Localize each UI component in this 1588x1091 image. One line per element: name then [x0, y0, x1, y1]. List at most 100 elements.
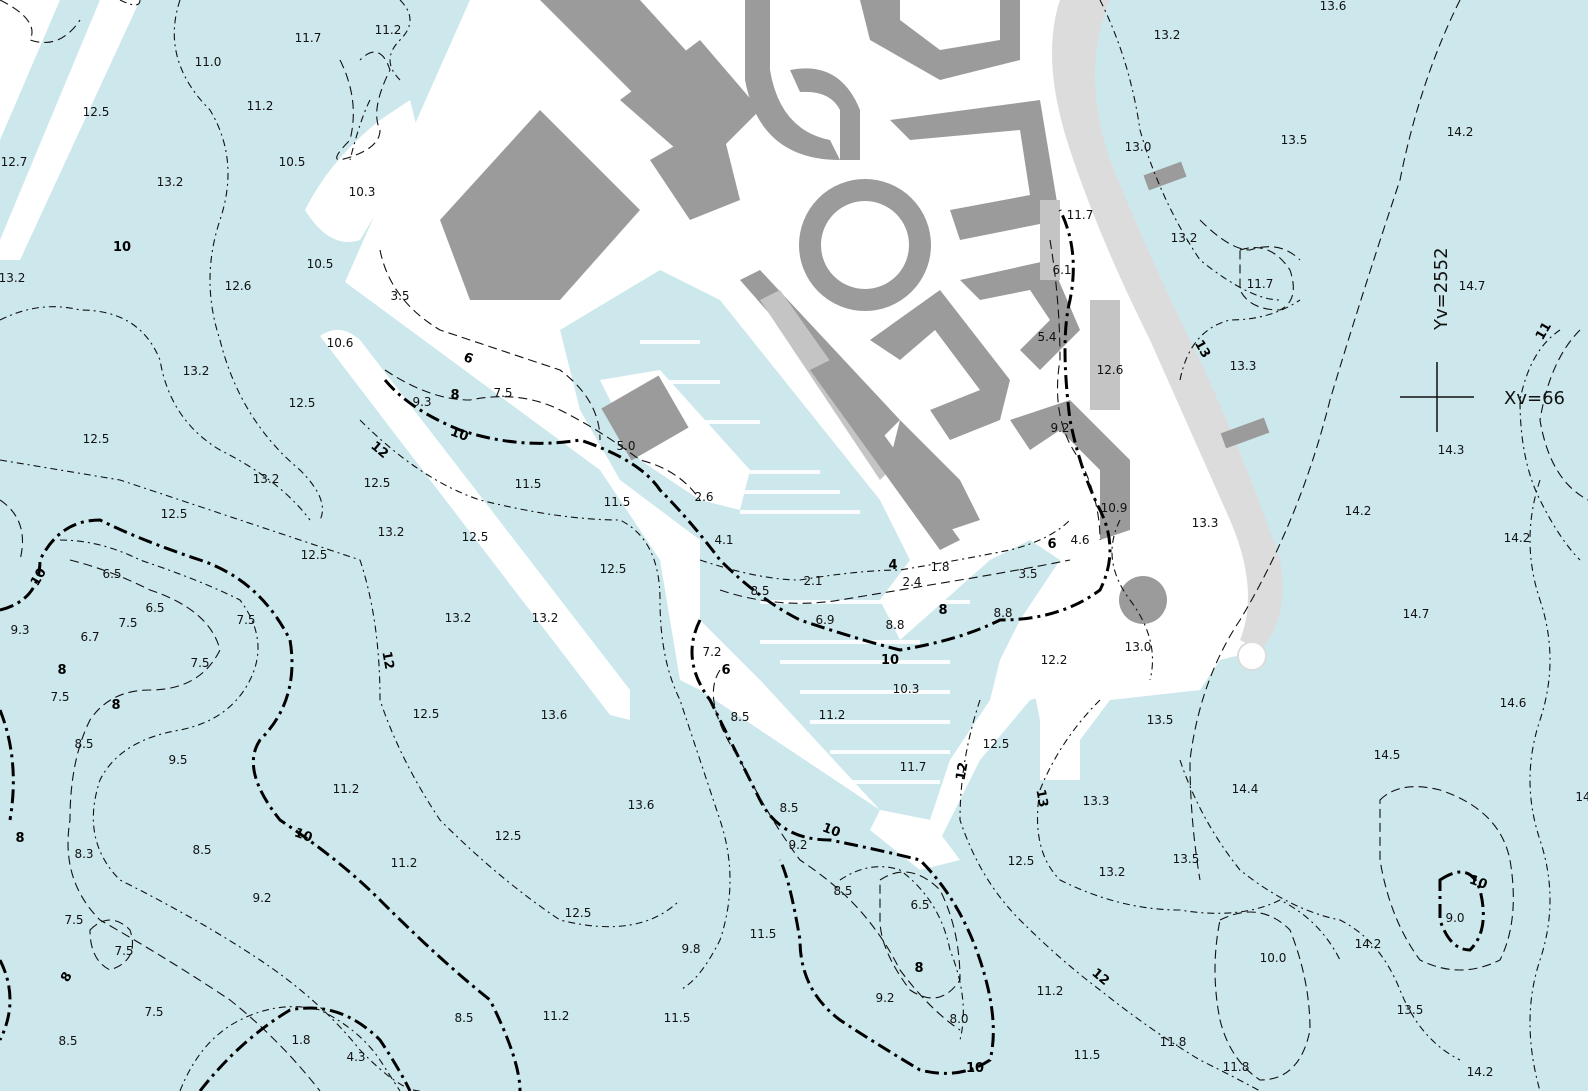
depth-sounding: 4.3 — [346, 1050, 365, 1064]
depth-sounding: 12.5 — [462, 530, 489, 544]
depth-sounding: 8.5 — [58, 1034, 77, 1048]
depth-sounding: 12.5 — [161, 507, 188, 521]
depth-sounding: 6.7 — [80, 630, 99, 644]
depth-sounding: 8.5 — [779, 801, 798, 815]
depth-sounding: 13.2 — [1171, 231, 1198, 245]
depth-sounding: 7.5 — [236, 613, 255, 627]
depth-sounding: 13.2 — [183, 364, 210, 378]
depth-sounding: 14.6 — [1500, 696, 1527, 710]
depth-sounding: 9.2 — [1050, 421, 1069, 435]
depth-sounding: 9.3 — [10, 623, 29, 637]
depth-sounding: 13.3 — [1230, 359, 1257, 373]
depth-sounding: 11.2 — [247, 99, 274, 113]
depth-sounding: 4.1 — [714, 533, 733, 547]
contour-label: 10 — [448, 425, 470, 445]
depth-sounding: 9.2 — [788, 838, 807, 852]
depth-sounding: 10.3 — [893, 682, 920, 696]
depth-sounding: 11.5 — [750, 927, 777, 941]
contour-label: 8 — [15, 831, 24, 846]
contour-label: 10 — [1467, 873, 1489, 893]
depth-sounding: 8.5 — [192, 843, 211, 857]
depth-sounding: 13.5 — [1397, 1003, 1424, 1017]
marina-building — [601, 375, 689, 461]
left-pier-strip — [0, 0, 140, 260]
depth-sounding: 11.5 — [1074, 1048, 1101, 1062]
depth-sounding: 2.4 — [902, 575, 921, 589]
depth-sounding: 8.3 — [74, 847, 93, 861]
depth-sounding: 11.5 — [664, 1011, 691, 1025]
south-jetty — [870, 810, 960, 870]
contour-label: 10 — [820, 821, 842, 841]
depth-sounding: 4.6 — [1070, 533, 1089, 547]
depth-sounding: 7.5 — [118, 616, 137, 630]
depth-sounding: 12.5 — [565, 906, 592, 920]
boat-slips — [640, 340, 970, 784]
depth-sounding: 5.4 — [1037, 330, 1056, 344]
lighthouse-point — [1237, 641, 1267, 671]
depth-sounding: 12.5 — [83, 432, 110, 446]
depth-sounding: 13.2 — [445, 611, 472, 625]
depth-sounding: 13.5 — [1281, 133, 1308, 147]
depth-sounding: 7.5 — [190, 656, 209, 670]
depth-sounding: 6.5 — [910, 898, 929, 912]
contour-label: 12 — [378, 650, 396, 670]
warehouse-block — [440, 0, 760, 300]
depth-sounding: 11.5 — [604, 495, 631, 509]
depth-sounding: 7.5 — [50, 690, 69, 704]
depth-sounding: 10.6 — [327, 336, 354, 350]
depth-sounding: 12.5 — [983, 737, 1010, 751]
depth-sounding: 8.8 — [885, 618, 904, 632]
depth-sounding: 13.2 — [1099, 865, 1126, 879]
depth-sounding: 7.5 — [64, 913, 83, 927]
depth-sounding: 12.5 — [83, 105, 110, 119]
depth-sounding: 6.9 — [815, 613, 834, 627]
depth-sounding: 11.2 — [1037, 984, 1064, 998]
depth-sounding: 10.9 — [1101, 501, 1128, 515]
depth-sounding: 14.4 — [1232, 782, 1259, 796]
contour-label: 10 — [966, 1061, 984, 1076]
depth-sounding: 14.5 — [1374, 748, 1401, 762]
depth-sounding: 3.5 — [390, 289, 409, 303]
contour-label: 8 — [914, 961, 923, 976]
depth-sounding: 8.8 — [993, 606, 1012, 620]
contour-label: 8 — [938, 603, 947, 618]
depth-sounding: 13.2 — [157, 175, 184, 189]
depth-sounding: 8.5 — [74, 737, 93, 751]
depth-sounding: 11.7 — [295, 31, 322, 45]
depth-sounding: 12.2 — [1041, 653, 1068, 667]
depth-sounding: 11.7 — [1067, 208, 1094, 222]
left-pier-strip-2 — [0, 40, 30, 110]
depth-sounding: 14.2 — [1504, 531, 1531, 545]
contour-label: 10 — [113, 240, 131, 255]
depth-sounding: 14.7 — [1459, 279, 1486, 293]
depth-sounding: 10.5 — [279, 155, 306, 169]
depth-sounding: 12.5 — [495, 829, 522, 843]
east-shore — [1030, 0, 1283, 650]
depth-sounding: 13.6 — [1320, 0, 1347, 13]
depth-sounding: 9.2 — [252, 891, 271, 905]
harbour-mole — [1030, 650, 1220, 780]
depth-sounding: 7.5 — [144, 1005, 163, 1019]
depth-sounding: 12.5 — [364, 476, 391, 490]
depth-sounding: 1.8 — [291, 1033, 310, 1047]
depth-sounding: 7.2 — [702, 645, 721, 659]
depth-sounding: 3.5 — [1018, 567, 1037, 581]
depth-sounding: 8.5 — [750, 584, 769, 598]
depth-sounding: 11.0 — [195, 55, 222, 69]
depth-sounding: 11.5 — [515, 477, 542, 491]
grid-y-label: Yv=2552 — [1431, 247, 1452, 331]
grid-crosshair: Yv=2552 Xv=66 — [1400, 247, 1565, 432]
depth-sounding: 14.2 — [1355, 937, 1382, 951]
depth-sounding: 6.5 — [102, 567, 121, 581]
depth-sounding: 2.6 — [694, 490, 713, 504]
depth-sounding: 13.2 — [1154, 28, 1181, 42]
depth-sounding: 10.5 — [307, 257, 334, 271]
depth-sounding: 1.8 — [930, 560, 949, 574]
contour-label: 10 — [292, 826, 314, 846]
depth-sounding: 14 — [1575, 790, 1588, 804]
depth-sounding: 12.7 — [1, 155, 28, 169]
depth-sounding: 13.5 — [1173, 852, 1200, 866]
